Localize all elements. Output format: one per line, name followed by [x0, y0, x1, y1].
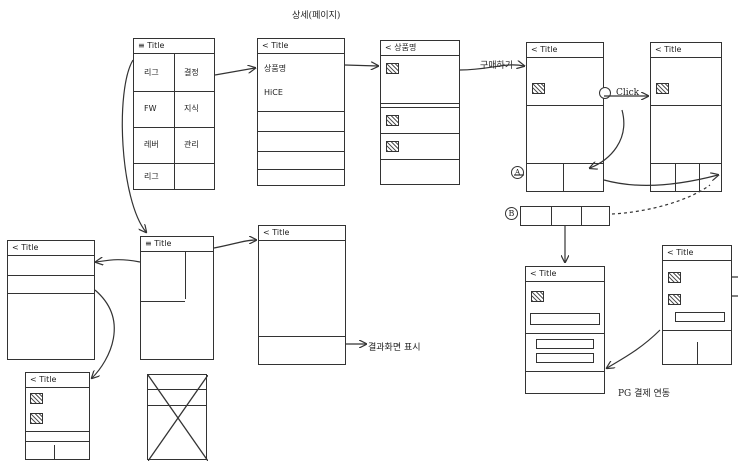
menu-cell[interactable]: 지식: [184, 104, 199, 113]
annotation: 결과화면 표시: [368, 343, 421, 353]
screen-header: < Title: [663, 246, 731, 261]
pg-annotation: PG 결제 연동: [618, 389, 671, 399]
bottom-action-bar: [520, 206, 610, 226]
wireframe-removed: [147, 374, 208, 461]
menu-cell[interactable]: 리그: [144, 172, 159, 181]
screen-header: < Title: [526, 267, 604, 282]
detail-row-label: HiCE: [264, 88, 283, 97]
label-a: A: [511, 166, 524, 179]
annotation: 상세(페이지): [292, 11, 341, 21]
wireframe-detail: < Title 상품명 HiCE: [257, 38, 345, 186]
menu-cell[interactable]: 레버: [144, 140, 159, 149]
screen-header: < Title: [258, 39, 344, 54]
wireframe-cart-selected: < Title: [650, 42, 722, 192]
buy-annotation: 구매하기: [480, 61, 514, 71]
screen-header: ≡ Title: [141, 237, 213, 252]
menu-cell[interactable]: 결정: [184, 68, 199, 77]
wireframe-cart: < Title: [526, 42, 611, 192]
screen-header: ≡ Title: [134, 39, 214, 54]
menu-cell[interactable]: 관리: [184, 140, 199, 149]
wireframe-info: < Title: [258, 225, 346, 365]
label-b: B: [505, 207, 518, 220]
detail-row-label: 상품명: [264, 64, 287, 73]
wireframe-side-menu: ≡ Title: [140, 236, 214, 360]
wireframe-menu: ≡ Title 리그 결정 FW 지식 레버 관리 리그: [133, 38, 215, 190]
wireframe-order: < Title: [525, 266, 605, 394]
wireframe-cart-edit: < Title: [662, 245, 732, 365]
menu-cell[interactable]: FW: [144, 104, 157, 113]
wireframe-list-left: < Title: [7, 240, 95, 360]
screen-header: < Title: [26, 373, 89, 388]
radio-button[interactable]: [599, 87, 611, 99]
screen-header: < Title: [651, 43, 721, 58]
screen-header: < Title: [527, 43, 603, 58]
wireframe-order-left: < Title: [25, 372, 90, 460]
wireframe-product-list: < 상품명: [380, 40, 460, 185]
screen-header: < Title: [8, 241, 94, 256]
click-annotation: Click: [616, 88, 640, 98]
screen-header: < 상품명: [381, 41, 459, 56]
screen-header: < Title: [259, 226, 345, 241]
menu-cell[interactable]: 리그: [144, 68, 159, 77]
